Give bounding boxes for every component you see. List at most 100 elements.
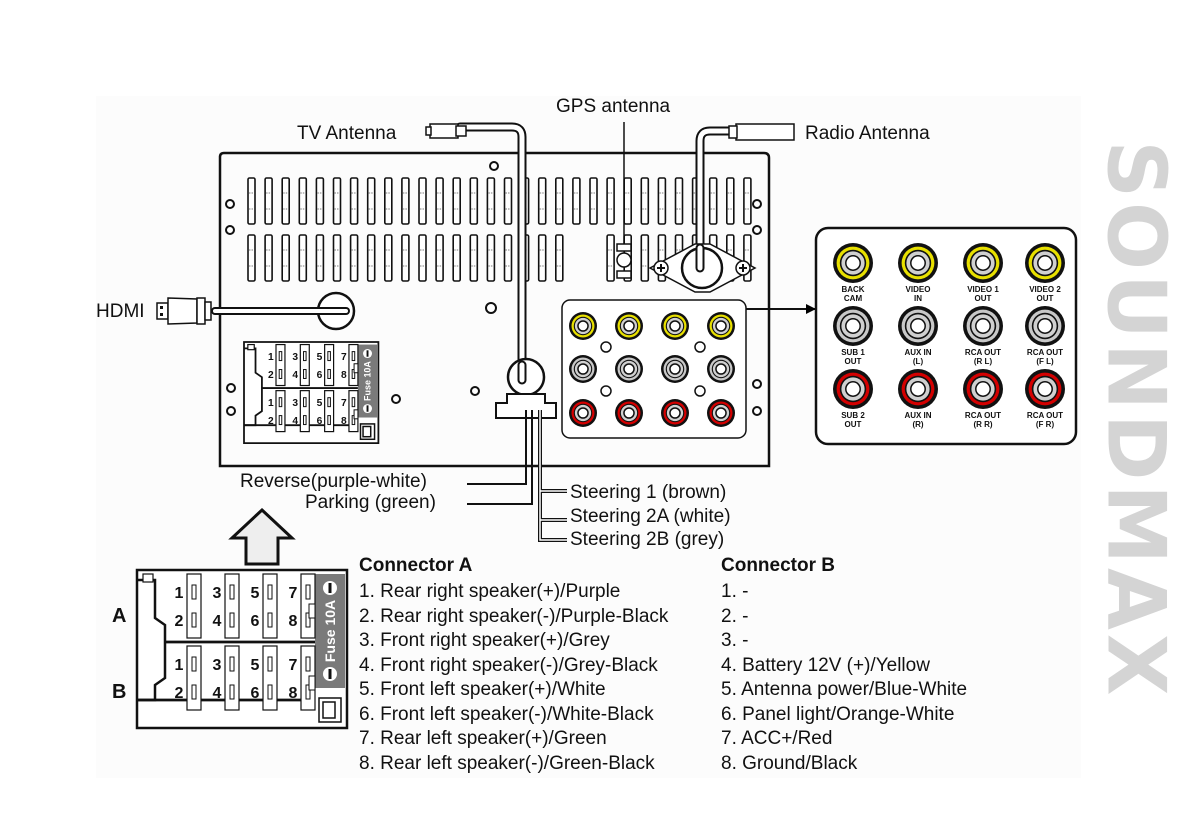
row-a-label: A bbox=[112, 605, 127, 627]
rca-jack-red[interactable] bbox=[615, 399, 643, 427]
vent-slot bbox=[589, 177, 598, 225]
pin-number: 8 bbox=[341, 370, 347, 381]
vent-slot bbox=[554, 177, 564, 225]
rca-jacks-legend bbox=[833, 243, 1065, 409]
vent-slot bbox=[572, 177, 581, 225]
vent-slot-detail bbox=[744, 192, 750, 210]
pin-number: 1 bbox=[268, 352, 274, 363]
rca-jack-red[interactable] bbox=[569, 399, 597, 427]
rca-label-line1: AUX IN bbox=[904, 348, 932, 357]
rca-label-line2: (R) bbox=[912, 420, 924, 429]
vent-slot bbox=[435, 234, 444, 282]
rca-jack-yellow[interactable] bbox=[963, 243, 1003, 283]
pin-column bbox=[275, 390, 286, 433]
pin-number: 2 bbox=[268, 416, 274, 427]
rca-jack-grey[interactable] bbox=[615, 355, 643, 383]
rca-jack-yellow[interactable] bbox=[833, 243, 873, 283]
rca-jack-yellow[interactable] bbox=[707, 312, 735, 340]
vent-slot-detail bbox=[573, 192, 579, 210]
vent-slot bbox=[332, 177, 342, 225]
vent-slot-detail bbox=[539, 192, 545, 210]
rca-jack-grey[interactable] bbox=[661, 355, 689, 383]
rca-jack-grey[interactable] bbox=[707, 355, 735, 383]
reverse-wire-label: Reverse(purple-white) bbox=[240, 471, 427, 492]
rca-jack-grey[interactable] bbox=[569, 355, 597, 383]
rca-jack-grey[interactable] bbox=[898, 306, 938, 346]
fuse-label: Fuse 10A bbox=[322, 600, 338, 662]
pin-assignment: 3. - bbox=[721, 630, 749, 651]
rca-jacks-chassis bbox=[569, 312, 735, 427]
vent-slot bbox=[264, 234, 273, 282]
rca-jack-red[interactable] bbox=[661, 399, 689, 427]
pin-column bbox=[275, 343, 286, 387]
vent-slot bbox=[401, 234, 410, 282]
vent-slot-detail bbox=[539, 249, 545, 267]
rca-label-line1: VIDEO bbox=[905, 285, 931, 294]
rca-jack-red[interactable] bbox=[898, 369, 938, 409]
vent-slot-detail bbox=[317, 249, 323, 267]
rca-jack-grey[interactable] bbox=[833, 306, 873, 346]
vent-slot bbox=[298, 234, 308, 282]
tv-antenna-label: TV Antenna bbox=[297, 123, 397, 144]
radio-antenna-label: Radio Antenna bbox=[805, 123, 930, 144]
steering-wires bbox=[538, 410, 567, 542]
pin-number: 6 bbox=[317, 370, 323, 381]
tv-antenna-cable bbox=[425, 122, 546, 397]
rca-jack-label: RCA OUT(F L) bbox=[1015, 348, 1075, 366]
pin-assignment: 2. - bbox=[721, 605, 749, 627]
vent-slot bbox=[486, 234, 496, 282]
pin-assignment: 6. Front left speaker(-)/White-Black bbox=[359, 703, 654, 725]
rca-jack-red[interactable] bbox=[833, 369, 873, 409]
vent-slot-detail bbox=[420, 192, 425, 210]
vent-slot-detail bbox=[385, 249, 391, 267]
vent-slot bbox=[281, 234, 291, 282]
vent-slot-detail bbox=[351, 192, 357, 210]
vent-slot bbox=[537, 234, 547, 282]
rca-jack-red[interactable] bbox=[1025, 369, 1065, 409]
gps-antenna-connector bbox=[616, 122, 632, 279]
vent-slot-detail bbox=[300, 249, 306, 267]
rca-jack-yellow[interactable] bbox=[898, 243, 938, 283]
vent-slot bbox=[383, 177, 393, 225]
vent-slot-detail bbox=[300, 192, 306, 210]
rca-jack-yellow[interactable] bbox=[615, 312, 643, 340]
vent-slot bbox=[315, 177, 325, 225]
rca-label-line2: (F R) bbox=[1035, 420, 1055, 429]
vent-slot-detail bbox=[488, 192, 494, 210]
pin-column bbox=[262, 645, 278, 711]
panel-hole bbox=[600, 341, 612, 353]
gps-antenna-label: GPS antenna bbox=[556, 96, 671, 117]
rca-jack-yellow[interactable] bbox=[569, 312, 597, 340]
vent-slot bbox=[640, 234, 650, 282]
rca-jack-red[interactable] bbox=[707, 399, 735, 427]
rca-label-line2: (F L) bbox=[1036, 357, 1054, 366]
rca-label-line2: CAM bbox=[843, 294, 863, 303]
fuse-label: Fuse 10A bbox=[363, 361, 373, 401]
vent-slot-detail bbox=[471, 192, 477, 210]
pin-assignment: 8. Rear left speaker(-)/Green-Black bbox=[359, 752, 655, 774]
rca-jack-grey[interactable] bbox=[963, 306, 1003, 346]
rca-jack-red[interactable] bbox=[963, 369, 1003, 409]
rca-jack-grey[interactable] bbox=[1025, 306, 1065, 346]
vent-slot bbox=[418, 177, 427, 225]
hdmi-cable bbox=[156, 291, 356, 331]
fuse-holder bbox=[357, 344, 378, 418]
vent-slot-detail bbox=[454, 249, 460, 267]
pin-number: 5 bbox=[251, 585, 260, 602]
pin-assignment: 7. Rear left speaker(+)/Green bbox=[359, 728, 607, 749]
pin-number: 3 bbox=[292, 352, 298, 363]
rca-label-line1: VIDEO 2 bbox=[1029, 285, 1061, 294]
vent-slot-detail bbox=[420, 249, 425, 267]
vent-slot-detail bbox=[283, 192, 289, 210]
vent-slot-detail bbox=[727, 192, 733, 210]
rca-jack-yellow[interactable] bbox=[1025, 243, 1065, 283]
vent-slot bbox=[401, 177, 410, 225]
rca-jack-yellow[interactable] bbox=[661, 312, 689, 340]
rca-jack-label: RCA OUT(F R) bbox=[1015, 411, 1075, 429]
